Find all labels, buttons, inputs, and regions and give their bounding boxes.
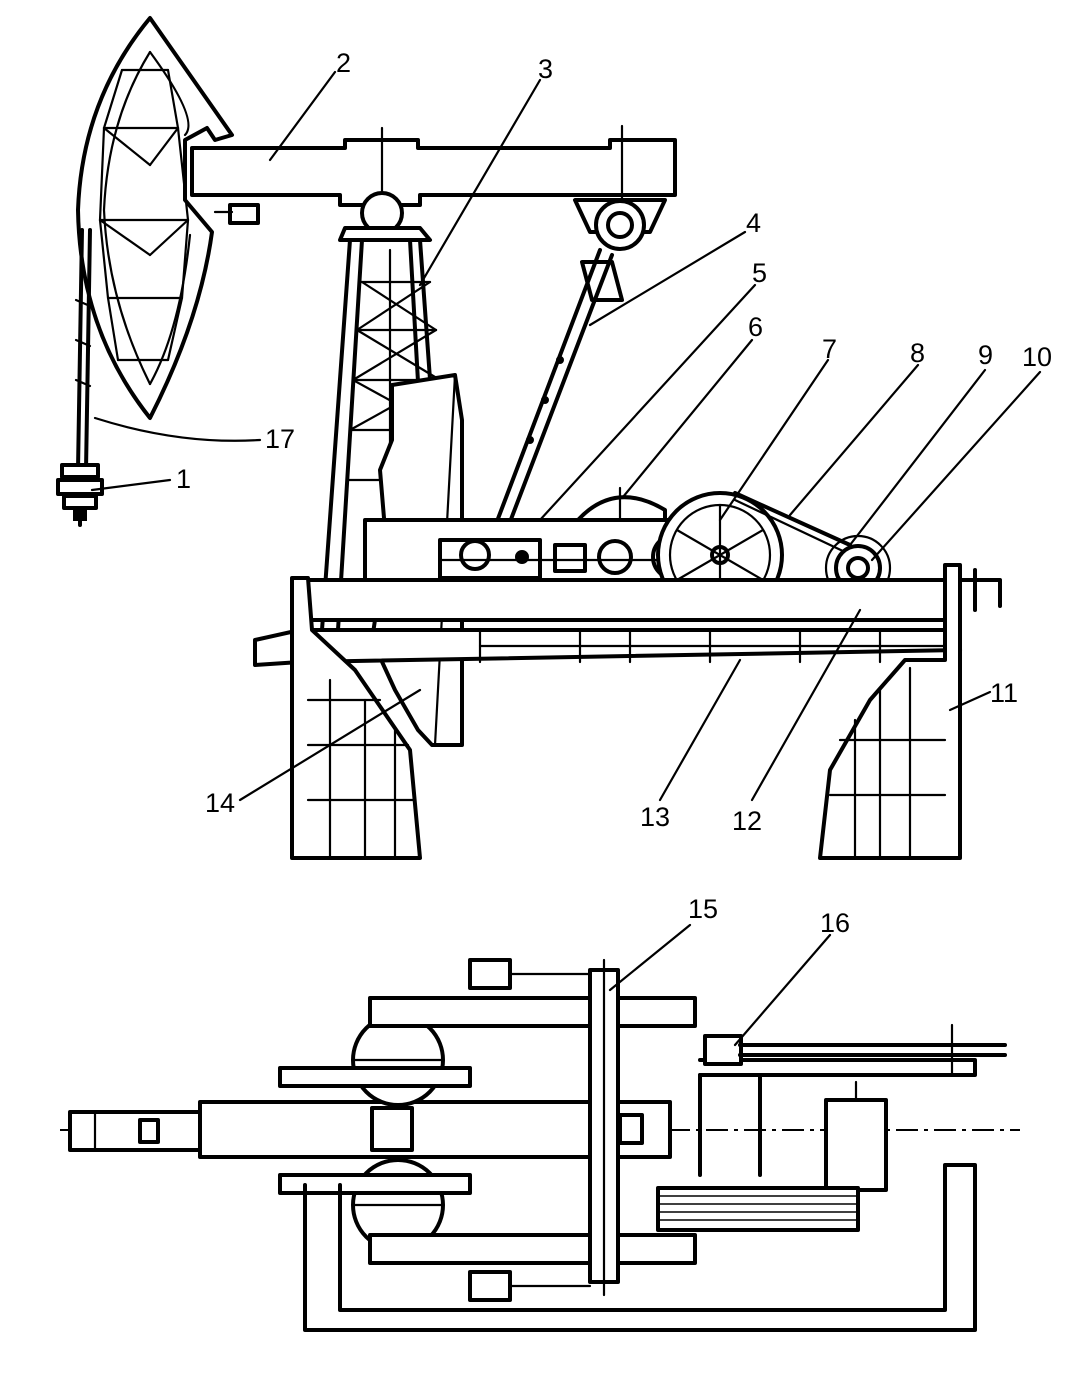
callout-9: 9 bbox=[978, 340, 993, 370]
callout-2: 2 bbox=[336, 48, 351, 78]
leader-9 bbox=[848, 368, 987, 547]
saddle-bearing bbox=[338, 191, 432, 242]
rod-clamp bbox=[56, 463, 104, 521]
leader-15 bbox=[608, 923, 692, 992]
callout-14: 14 bbox=[205, 788, 235, 818]
callout-13: 13 bbox=[640, 802, 670, 832]
leader-6 bbox=[621, 338, 754, 499]
callout-11: 11 bbox=[990, 678, 1018, 708]
leader-13 bbox=[658, 658, 742, 802]
leader-16 bbox=[733, 933, 832, 1047]
leader-1 bbox=[90, 478, 172, 492]
leader-14 bbox=[238, 688, 422, 802]
leader-3 bbox=[418, 78, 542, 287]
base-frame bbox=[253, 578, 962, 667]
callout-12: 12 bbox=[732, 806, 762, 836]
callout-8: 8 bbox=[910, 338, 925, 368]
pitman-rod bbox=[486, 248, 624, 550]
callout-1: 1 bbox=[176, 464, 191, 494]
callout-4: 4 bbox=[746, 208, 761, 238]
leader-lines bbox=[90, 70, 1042, 1047]
callout-16: 16 bbox=[820, 908, 850, 938]
leader-7 bbox=[718, 358, 830, 522]
equalizer-bearing bbox=[573, 198, 667, 251]
brake-handle bbox=[958, 568, 1002, 612]
leader-5 bbox=[538, 283, 757, 522]
callouts: 1 2 3 4 5 6 7 8 9 10 11 12 13 14 15 16 1… bbox=[90, 48, 1052, 1047]
horsehead bbox=[76, 16, 234, 420]
callout-6: 6 bbox=[748, 312, 763, 342]
callout-10: 10 bbox=[1022, 342, 1052, 372]
walking-beam bbox=[190, 124, 677, 225]
leader-17 bbox=[93, 416, 262, 442]
right-support bbox=[818, 563, 962, 860]
leader-12 bbox=[750, 608, 862, 802]
leader-2 bbox=[268, 70, 337, 162]
side-elevation-view bbox=[56, 16, 1002, 860]
leader-10 bbox=[870, 370, 1042, 562]
bridle-rod bbox=[74, 228, 92, 527]
callout-15: 15 bbox=[688, 894, 718, 924]
plan-view bbox=[60, 958, 1020, 1332]
callout-3: 3 bbox=[538, 54, 553, 84]
callout-17: 17 bbox=[265, 424, 295, 454]
callout-5: 5 bbox=[752, 258, 767, 288]
leader-4 bbox=[588, 230, 747, 327]
left-support bbox=[290, 576, 422, 860]
leader-11 bbox=[948, 690, 992, 712]
callout-7: 7 bbox=[822, 334, 837, 364]
leader-8 bbox=[788, 363, 920, 517]
